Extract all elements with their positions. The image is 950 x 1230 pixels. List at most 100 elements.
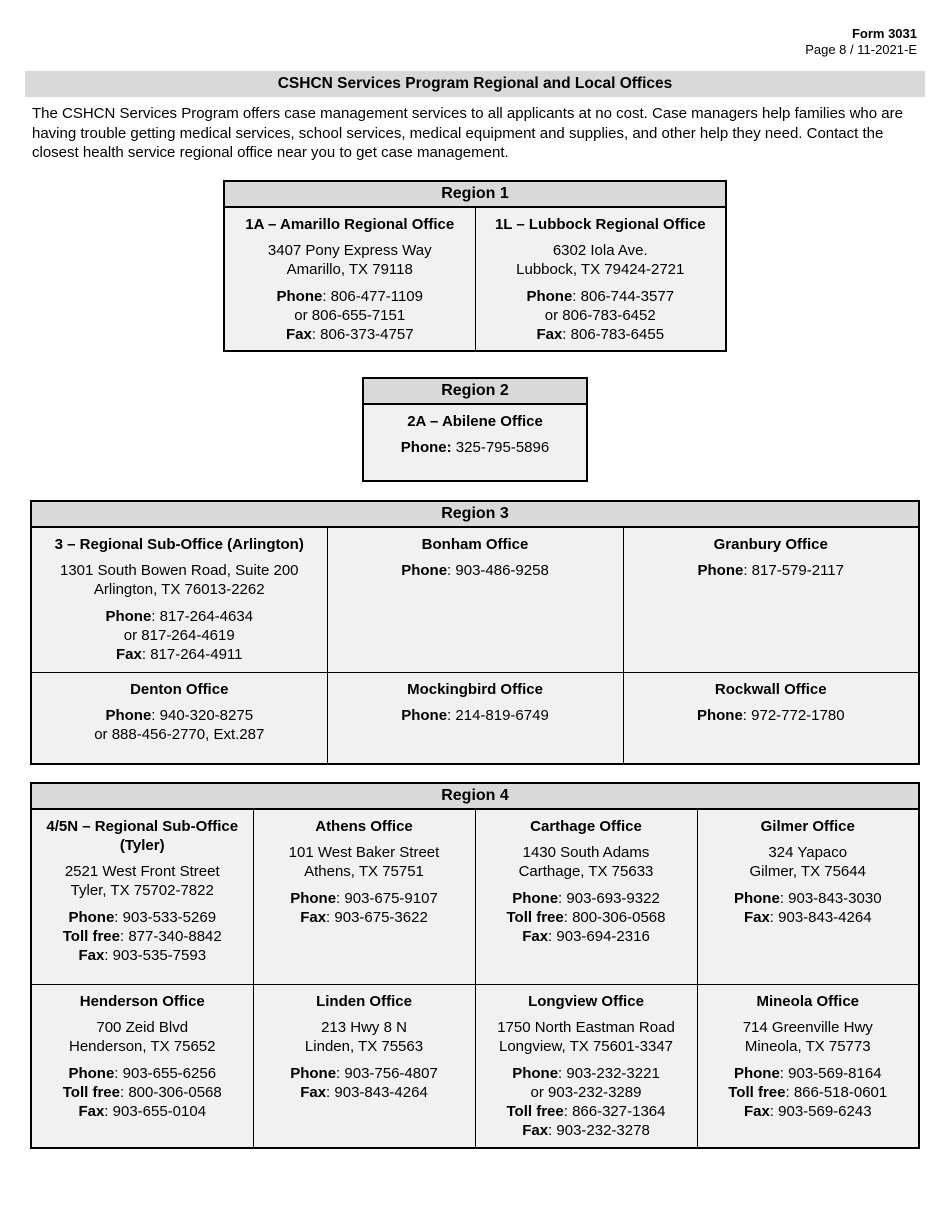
contact-value: : 903-232-3278 <box>548 1121 650 1139</box>
office-contact-line: Fax: 817-264-4911 <box>36 645 323 664</box>
contact-label: Fax <box>116 645 142 663</box>
office-address-line: Arlington, TX 76013-2262 <box>93 580 265 598</box>
contact-label: Fax <box>300 908 327 926</box>
contact-value: : 903-694-2316 <box>548 927 650 945</box>
contact-value: : 903-843-4264 <box>326 1083 428 1101</box>
office-row: 3 – Regional Sub-Office (Arlington)1301 … <box>30 526 920 673</box>
contact-value: : 903-655-0104 <box>104 1102 207 1120</box>
contact-value: : 903-675-3622 <box>326 908 428 926</box>
intro-paragraph: The CSHCN Services Program offers case m… <box>32 105 903 161</box>
contact-value: : 903-535-7593 <box>104 946 207 964</box>
office-name: 3 – Regional Sub-Office (Arlington) <box>54 535 304 553</box>
office-contact-line: Fax: 903-843-4264 <box>702 908 915 927</box>
contact-label: Fax <box>522 1121 549 1139</box>
contact-value: : 800-306-0568 <box>563 908 666 926</box>
contact-value: or 888-456-2770, Ext.287 <box>94 725 265 743</box>
office-name: Henderson Office <box>79 992 205 1010</box>
contact-value: : 903-843-4264 <box>769 908 872 926</box>
office-contact-line: Phone: 214-819-6749 <box>332 706 619 725</box>
contact-label: Phone <box>512 889 559 907</box>
contact-value: or 806-655-7151 <box>294 306 406 324</box>
contact-value: : 866-327-1364 <box>563 1102 666 1120</box>
office-name: Granbury Office <box>713 535 828 553</box>
contact-label: Phone <box>290 1064 337 1082</box>
office-name: 1A – Amarillo Regional Office <box>245 215 455 233</box>
office-address-line: Tyler, TX 75702-7822 <box>70 881 214 899</box>
office-contact-line: Phone: 806-744-3577 <box>480 287 722 306</box>
office-cell: 3 – Regional Sub-Office (Arlington)1301 … <box>30 526 328 673</box>
contact-label: Phone <box>68 1064 115 1082</box>
contact-label: Toll free <box>506 1102 564 1120</box>
office-cell: 4/5N – Regional Sub-Office (Tyler) 2521 W… <box>30 808 254 985</box>
office-contacts: Phone: 972-772-1780 <box>628 706 915 725</box>
office-address-line: Athens, TX 75751 <box>304 862 424 880</box>
office-address-line: 213 Hwy 8 N <box>321 1018 407 1036</box>
contact-label: Fax <box>285 325 312 343</box>
form-header: Form 3031 Page 8 / 11-2021-E <box>25 26 925 58</box>
office-row: 4/5N – Regional Sub-Office (Tyler) 2521 W… <box>30 808 920 985</box>
office-name: Athens Office <box>315 817 413 835</box>
form-number: Form 3031 <box>851 26 917 41</box>
contact-label: Fax <box>78 1102 105 1120</box>
office-address-line: Henderson, TX 75652 <box>69 1037 216 1055</box>
office-name: Gilmer Office <box>760 817 855 835</box>
contact-label: Phone <box>733 1064 780 1082</box>
office-contact-line: Phone: 903-569-8164 <box>702 1064 915 1083</box>
office-name: Rockwall Office <box>714 680 827 698</box>
contact-label: Phone <box>401 561 448 579</box>
office-contacts: Phone: 325-795-5896 <box>368 438 582 457</box>
office-contact-line: Phone: 903-232-3221 <box>480 1064 693 1083</box>
office-contact-line: Phone: 903-486-9258 <box>332 561 619 580</box>
contact-value: : 903-569-8164 <box>779 1064 882 1082</box>
contact-value: or 806-783-6452 <box>544 306 656 324</box>
contact-value: : 903-232-3221 <box>558 1064 660 1082</box>
page-title: CSHCN Services Program Regional and Loca… <box>25 71 925 97</box>
contact-value: : 903-486-9258 <box>447 561 549 579</box>
office-contact-line: Toll free: 800-306-0568 <box>36 1083 249 1102</box>
office-contact-line: Fax: 903-535-7593 <box>36 946 249 965</box>
office-address-line: 324 Yapaco <box>768 843 848 861</box>
contact-label: Fax <box>743 1102 770 1120</box>
contact-value: : 806-373-4757 <box>311 325 414 343</box>
region-1-title: Region 1 <box>223 180 727 208</box>
contact-label: Toll free <box>728 1083 786 1101</box>
office-name: Longview Office <box>528 992 644 1010</box>
office-name: Mineola Office <box>756 992 860 1010</box>
office-contact-line: Phone: 903-693-9322 <box>480 889 693 908</box>
office-contact-line: Fax: 903-675-3622 <box>258 908 471 927</box>
contact-value: : 940-320-8275 <box>151 706 254 724</box>
office-address-line: 1430 South Adams <box>522 843 650 861</box>
contact-label: Phone <box>526 287 573 305</box>
contact-label: Fax <box>536 325 563 343</box>
office-name: 4/5N – Regional Sub-Office (Tyler) <box>46 817 239 854</box>
contact-label: Fax <box>78 946 105 964</box>
contact-value: : 214-819-6749 <box>447 706 549 724</box>
contact-value: : 903-675-9107 <box>336 889 438 907</box>
office-address-line: Linden, TX 75563 <box>304 1037 424 1055</box>
office-name: Denton Office <box>130 680 229 698</box>
office-address-line: Carthage, TX 75633 <box>518 862 654 880</box>
office-contact-line: Toll free: 800-306-0568 <box>480 908 693 927</box>
office-address-line: Mineola, TX 75773 <box>744 1037 871 1055</box>
office-name: Linden Office <box>316 992 412 1010</box>
contact-value: : 903-569-6243 <box>769 1102 872 1120</box>
contact-value: : 806-744-3577 <box>572 287 675 305</box>
